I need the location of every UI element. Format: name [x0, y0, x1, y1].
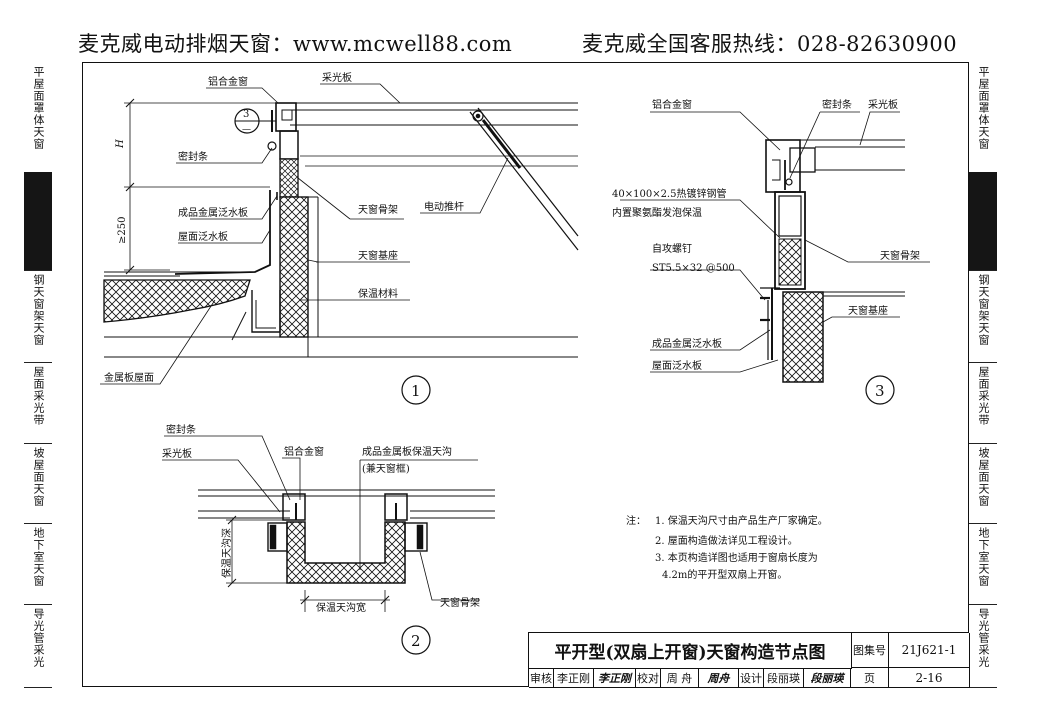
detail-3	[620, 111, 930, 405]
side-tab-label: 钢天窗架天窗	[977, 274, 990, 346]
d1-label-insulation: 保温材料	[358, 287, 398, 300]
side-tab-7: 导光管采光	[24, 604, 52, 688]
side-tab-label: 屋面采光带	[977, 366, 990, 426]
d3-label-flashing-roof: 屋面泛水板	[652, 359, 702, 372]
d3-label-seal: 密封条	[822, 98, 852, 111]
side-tab-2	[24, 172, 52, 271]
detail-1-number: 1	[411, 382, 421, 400]
d1-label-flashing-roof: 屋面泛水板	[178, 230, 228, 243]
notes: 注： 1. 保温天沟尺寸由产品生产厂家确定。 2. 屋面构造做法详见工程设计。 …	[626, 514, 828, 581]
review-name: 李正刚	[554, 668, 594, 688]
atlas-number: 21J621-1	[889, 633, 970, 668]
d1-label-seal: 密封条	[178, 150, 208, 163]
d1-dim-h: H	[115, 139, 126, 149]
d2-label-seal: 密封条	[166, 423, 196, 436]
side-tab-4: 屋面采光带	[969, 362, 997, 444]
side-tab-5: 坡屋面天窗	[969, 443, 997, 524]
side-tab-label: 导光管采光	[977, 608, 990, 668]
side-tab-label: 屋面采光带	[32, 366, 45, 426]
drawing-frame	[82, 62, 969, 687]
d3-label-tube-spec: 40×100×2.5热镀锌钢管	[612, 187, 726, 200]
d2-label-gutter: 成品金属板保温天沟	[362, 445, 452, 458]
note-1: 1. 保温天沟尺寸由产品生产厂家确定。	[655, 514, 828, 527]
side-tab-label: 钢天窗架天窗	[32, 274, 45, 346]
d3-label-flashing-product: 成品金属泛水板	[652, 337, 722, 350]
side-tab-label: 坡屋面天窗	[977, 447, 990, 507]
review-signature: 李正刚	[594, 668, 636, 688]
side-tab-5: 坡屋面天窗	[24, 443, 52, 524]
design-signature: 段丽瑛	[804, 668, 851, 688]
design-name: 段丽瑛	[764, 668, 804, 688]
detail-2-number: 2	[411, 632, 421, 650]
page-number: 2-16	[889, 668, 970, 688]
d1-label-base: 天窗基座	[358, 249, 398, 262]
detail-3-labels: 铝合金窗 密封条 采光板 40×100×2.5热镀锌钢管 内置聚氨酯发泡保温 自…	[612, 98, 920, 400]
side-tab-2	[969, 172, 997, 271]
d3-label-skeleton: 天窗骨架	[880, 249, 920, 262]
d3-label-panel: 采光板	[868, 98, 898, 111]
side-tab-3: 钢天窗架天窗	[969, 270, 997, 363]
title-block: 平开型(双扇上开窗)天窗构造节点图 图集号 21J621-1 审核 李正刚 李正…	[528, 632, 970, 688]
d3-label-screw-spec: ST5.5×32 @500	[652, 263, 735, 274]
d1-label-metal-roof: 金属板屋面	[104, 371, 154, 384]
d1-label-frame: 铝合金窗	[208, 75, 248, 88]
page-label: 页	[851, 668, 889, 688]
d3-label-screw: 自攻螺钉	[652, 242, 692, 255]
side-tab-3: 钢天窗架天窗	[24, 270, 52, 363]
d1-label-flashing-product: 成品金属泛水板	[178, 206, 248, 219]
side-tab-label: 平屋面罩体天窗	[977, 66, 990, 150]
header-hotline: 麦克威全国客服热线：028-82630900	[582, 32, 958, 56]
side-tab-6: 地下室天窗	[969, 523, 997, 605]
d1-label-panel: 采光板	[322, 71, 352, 84]
detail-3-number: 3	[875, 382, 885, 400]
review-label: 审核	[529, 668, 554, 688]
check-name: 周 舟	[661, 668, 699, 688]
detail-2-labels: 密封条 采光板 铝合金窗 成品金属板保温天沟 (兼天窗框) 天窗骨架 保温天沟深…	[162, 423, 480, 650]
drawing-title: 平开型(双扇上开窗)天窗构造节点图	[529, 633, 852, 669]
notes-prefix: 注：	[626, 514, 646, 527]
d3-label-base: 天窗基座	[848, 304, 888, 317]
d2-dim-width: 保温天沟宽	[316, 601, 366, 614]
note-3: 3. 本页构造详图也适用于窗扇长度为	[655, 551, 818, 564]
side-tab-label: 平屋面罩体天窗	[32, 66, 45, 150]
note-2: 2. 屋面构造做法详见工程设计。	[655, 534, 798, 547]
check-signature: 周舟	[699, 668, 739, 688]
d1-label-actuator: 电动推杆	[424, 200, 464, 213]
d1-label-skeleton: 天窗骨架	[358, 203, 398, 216]
header-website: 麦克威电动排烟天窗：www.mcwell88.com	[78, 32, 513, 56]
d2-dim-depth: 保温天沟深	[220, 528, 233, 578]
d3-label-tube-fill: 内置聚氨酯发泡保温	[612, 206, 702, 219]
d1-callout-bottom: —	[242, 125, 251, 135]
note-4: 4.2m的平开型双扇上开窗。	[662, 568, 787, 581]
side-tab-label: 坡屋面天窗	[32, 447, 45, 507]
d2-label-frame: 铝合金窗	[284, 445, 324, 458]
d2-label-panel: 采光板	[162, 447, 192, 460]
d1-dim-250: ≥250	[117, 217, 128, 244]
d2-label-skeleton: 天窗骨架	[440, 596, 480, 609]
detail-2	[162, 435, 495, 655]
d1-callout-top: 3	[243, 109, 249, 120]
detail-1	[100, 83, 579, 405]
side-tab-6: 地下室天窗	[24, 523, 52, 605]
d3-label-frame: 铝合金窗	[652, 98, 692, 111]
d2-label-gutter-note: (兼天窗框)	[362, 462, 410, 475]
side-tab-7: 导光管采光	[969, 604, 997, 688]
side-tab-4: 屋面采光带	[24, 362, 52, 444]
side-tab-label: 地下室天窗	[32, 527, 45, 587]
side-tab-label: 导光管采光	[32, 608, 45, 668]
check-label: 校对	[636, 668, 661, 688]
atlas-label: 图集号	[851, 633, 889, 668]
detail-1-labels: 铝合金窗 采光板 密封条 成品金属泛水板 屋面泛水板 天窗骨架 电动推杆 天窗基…	[104, 71, 464, 400]
design-label: 设计	[739, 668, 764, 688]
side-tab-label: 地下室天窗	[977, 527, 990, 587]
